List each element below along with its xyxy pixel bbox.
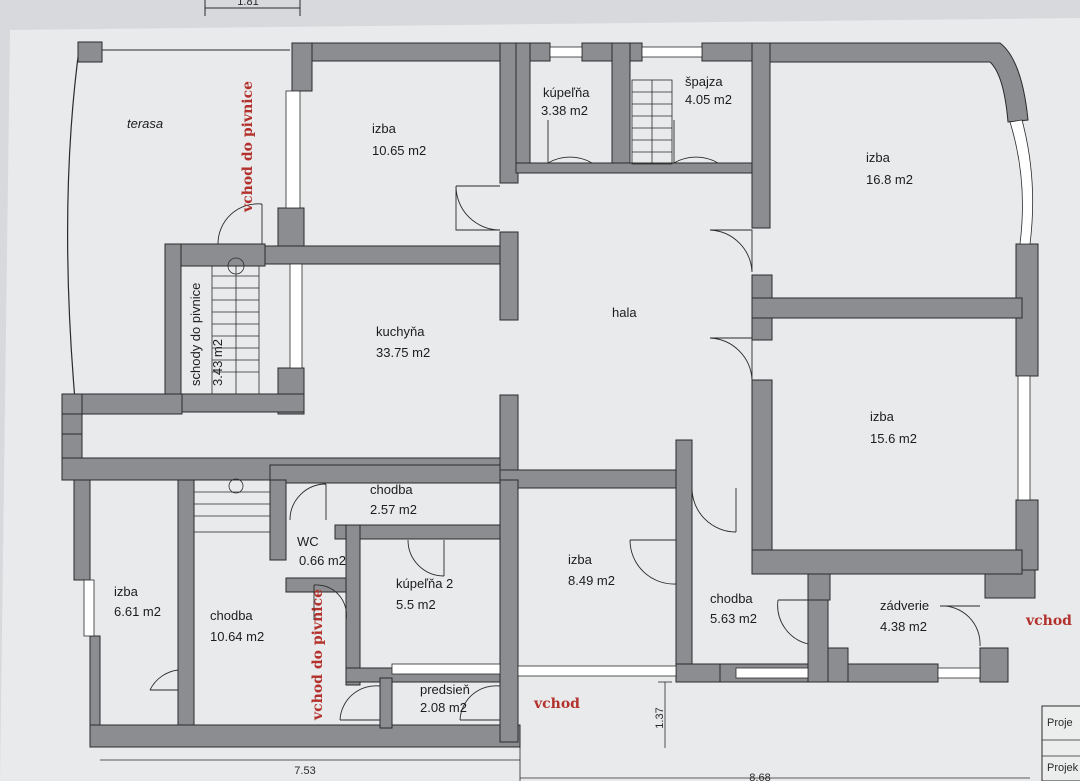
label-chodba-sw: chodba <box>210 608 253 623</box>
label-izba-e: izba <box>870 409 895 424</box>
dim-bottom-left: 7.53 <box>294 765 315 777</box>
label-izba-ne: izba <box>866 150 891 165</box>
label-kuchyna: kuchyňa <box>376 324 425 339</box>
area-kupelna: 3.38 m2 <box>541 103 588 118</box>
area-izba-c: 8.49 m2 <box>568 573 615 588</box>
top-dimension-label: 1.81 <box>237 0 258 8</box>
walls <box>61 42 1039 748</box>
stairs-lower <box>193 478 271 533</box>
dim-vertical: 1.37 <box>654 707 666 728</box>
area-izba-sw: 6.61 m2 <box>114 604 161 619</box>
area-chodba-se: 5.63 m2 <box>710 611 757 626</box>
area-kupelna2: 5.5 m2 <box>396 597 436 612</box>
label-kupelna2: kúpeľňa 2 <box>396 576 453 591</box>
doors <box>149 120 981 721</box>
label-kupelna: kúpeľňa <box>543 85 590 100</box>
area-izba-e: 15.6 m2 <box>870 431 917 446</box>
label-izba-c: izba <box>568 552 593 567</box>
title-block-line1: Proje <box>1047 717 1073 729</box>
windows <box>83 46 1034 679</box>
title-block: Proje Projek <box>1041 705 1080 781</box>
label-chodba-c: chodba <box>370 482 413 497</box>
top-dimension: 1.81 <box>204 0 301 16</box>
label-chodba-se: chodba <box>710 591 753 606</box>
area-wc: 0.66 m2 <box>299 553 346 568</box>
label-hala: hala <box>612 305 637 320</box>
area-schody: 3.43 m2 <box>210 339 225 386</box>
terrace-pillar <box>77 41 103 63</box>
label-predsien: predsieň <box>420 682 470 697</box>
label-schody: schody do pivnice <box>188 283 203 386</box>
area-izba-nw: 10.65 m2 <box>372 143 426 158</box>
label-spajza: špajza <box>685 74 723 89</box>
annotation-main-entrance: vchod <box>533 696 580 712</box>
annotation-basement-entrance-bottom: vchod do pivnice <box>310 589 326 721</box>
title-block-line2: Projek <box>1047 762 1079 774</box>
label-terasa: terasa <box>127 116 163 131</box>
bottom-dimensions <box>100 681 1030 781</box>
area-izba-ne: 16.8 m2 <box>866 172 913 187</box>
annotation-side-entrance: vchod <box>1025 613 1072 629</box>
label-wc: WC <box>297 534 319 549</box>
dim-bottom-right: 8.68 <box>749 772 770 781</box>
stairs-pantry <box>631 79 673 165</box>
area-chodba-sw: 10.64 m2 <box>210 629 264 644</box>
annotation-basement-entrance-top: vchod do pivnice <box>240 81 256 213</box>
label-izba-nw: izba <box>372 121 397 136</box>
area-kuchyna: 33.75 m2 <box>376 345 430 360</box>
terrace-edge <box>66 41 81 401</box>
label-izba-sw: izba <box>114 584 139 599</box>
area-predsien: 2.08 m2 <box>420 700 467 715</box>
label-zadverie: zádverie <box>880 598 929 613</box>
stairs-basement <box>180 257 260 395</box>
area-spajza: 4.05 m2 <box>685 92 732 107</box>
area-chodba-c: 2.57 m2 <box>370 502 417 517</box>
area-zadverie: 4.38 m2 <box>880 619 927 634</box>
